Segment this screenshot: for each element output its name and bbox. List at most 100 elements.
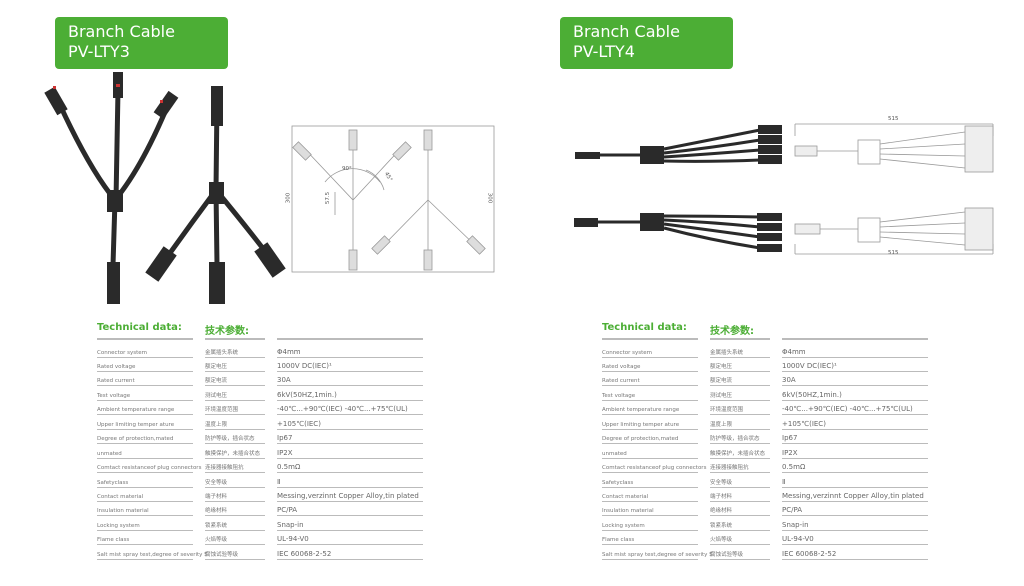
row-divider [710, 385, 770, 387]
spec-label-en: Degree of protection,mated [602, 436, 679, 443]
spec-label-en: Rated current [97, 378, 135, 385]
lty4-technical-drawing [794, 123, 994, 255]
row-divider [277, 399, 423, 401]
spec-label-cn: 安全等级 [710, 479, 733, 486]
row-divider [277, 558, 423, 560]
spec-label-en: Safetyclass [602, 479, 634, 486]
spec-label-en: Rated voltage [97, 363, 136, 370]
row-divider [602, 414, 698, 416]
spec-label-cn: 安全等级 [205, 479, 228, 486]
spec-row: Flame class 火焰等级 UL-94-V0 [602, 531, 928, 546]
spec-label-en: Connector system [97, 349, 147, 356]
spec-value: 30A [277, 376, 291, 385]
spec-value: PC/PA [782, 506, 803, 515]
row-divider [602, 399, 698, 401]
spec-label-en: Test voltage [602, 392, 636, 399]
spec-label-cn: 触摸保护，未插合状态 [710, 450, 766, 457]
spec-label-cn: 环境温度范围 [710, 407, 744, 414]
spec-value: 6kV(50HZ,1min.) [277, 390, 337, 399]
row-divider [782, 370, 928, 372]
row-divider [277, 356, 423, 358]
table-header-cn: 技术参数: [205, 326, 249, 337]
row-divider [277, 457, 423, 459]
spec-value: 30A [782, 376, 796, 385]
row-divider [782, 515, 928, 517]
spec-label-cn: 额定电流 [205, 378, 228, 385]
spec-value: -40℃...+90℃(IEC) -40℃...+75℃(UL) [277, 405, 408, 414]
spec-label-en: Upper limiting temper ature [602, 421, 680, 428]
lty4-cable-photo-1 [575, 125, 782, 164]
row-divider [602, 558, 698, 560]
row-divider [710, 428, 770, 430]
row-divider [97, 457, 193, 459]
spec-label-cn: 温度上限 [710, 421, 733, 428]
header-divider [277, 338, 423, 340]
spec-label-en: Locking system [602, 522, 645, 529]
spec-label-cn: 端子材料 [205, 494, 228, 500]
spec-label-cn: 额定电压 [205, 363, 228, 370]
spec-label-cn: 防护等级，插合状态 [710, 436, 760, 443]
spec-value: Messing,verzinnt Copper Alloy,tin plated [277, 492, 419, 500]
row-divider [710, 356, 770, 358]
lty3-cable-photo-2 [145, 86, 286, 304]
row-divider [205, 529, 265, 531]
spec-label-cn: 触摸保护，未插合状态 [205, 450, 261, 457]
spec-value: UL-94-V0 [782, 535, 814, 544]
row-divider [205, 428, 265, 430]
spec-value: IEC 60068-2-52 [782, 549, 837, 558]
row-divider [97, 385, 193, 387]
spec-label-cn: 火焰等级 [710, 537, 733, 544]
row-divider [97, 399, 193, 401]
row-divider [782, 443, 928, 445]
row-divider [710, 515, 770, 517]
row-divider [97, 472, 193, 474]
row-divider [205, 370, 265, 372]
row-divider [602, 515, 698, 517]
spec-label-en: Contact material [602, 494, 649, 500]
product-model: PV-LTY4 [573, 42, 635, 61]
spec-row: Salt mist spray test,degree of severity … [97, 545, 423, 560]
row-divider [97, 370, 193, 372]
spec-label-cn: 腐蚀试验等级 [205, 551, 239, 558]
lty3-cable-photo-1 [44, 72, 179, 304]
product-category: Branch Cable [573, 22, 680, 41]
spec-label-cn: 环境温度范围 [205, 407, 239, 414]
row-divider [205, 558, 265, 560]
row-divider [602, 385, 698, 387]
spec-label-cn: 测试电压 [205, 392, 228, 399]
header-divider [205, 338, 265, 340]
spec-label-cn: 额定电流 [710, 378, 733, 385]
row-divider [602, 457, 698, 459]
product-category: Branch Cable [68, 22, 175, 41]
row-divider [710, 399, 770, 401]
row-divider [602, 370, 698, 372]
spec-value: -40℃...+90℃(IEC) -40℃...+75℃(UL) [782, 405, 913, 414]
spec-label-en: Salt mist spray test,degree of severity … [602, 551, 713, 558]
row-divider [710, 472, 770, 474]
row-divider [602, 529, 698, 531]
spec-label-cn: 金属插头系统 [205, 349, 239, 356]
row-divider [782, 472, 928, 474]
dimension-label-height-right: 300 [486, 192, 493, 204]
spec-label-en: Flame class [602, 537, 635, 544]
row-divider [277, 370, 423, 372]
row-divider [710, 544, 770, 546]
row-divider [277, 544, 423, 546]
row-divider [97, 443, 193, 445]
spec-label-cn: 连接器接触阻抗 [205, 465, 244, 472]
product-model: PV-LTY3 [68, 42, 130, 61]
row-divider [97, 414, 193, 416]
row-divider [782, 385, 928, 387]
spec-value: IP2X [277, 448, 293, 457]
